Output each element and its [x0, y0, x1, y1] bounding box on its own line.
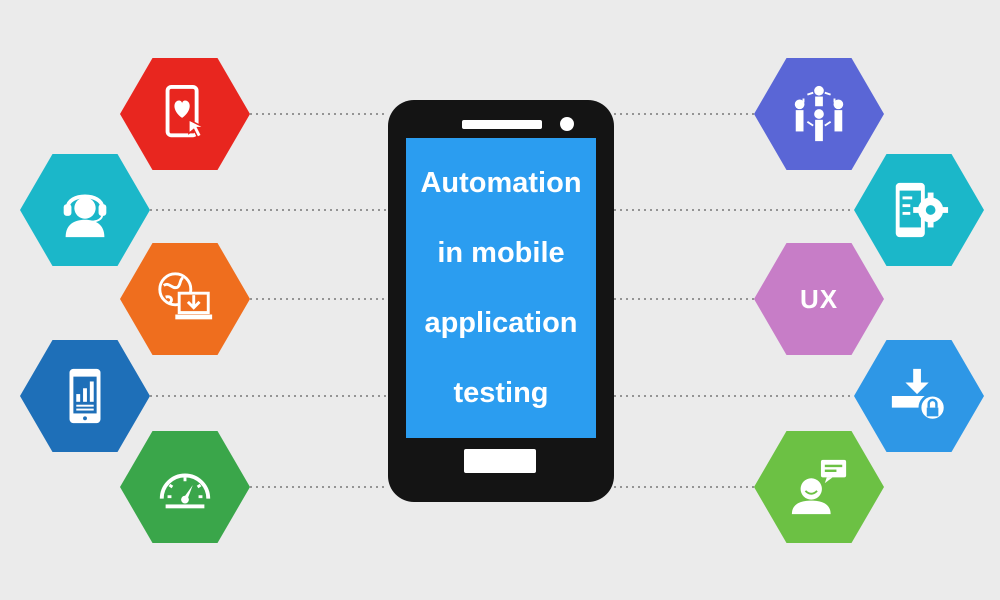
phone-settings-icon [895, 182, 949, 238]
ux-label: UX [799, 283, 839, 314]
screen-text-line-4: testing [453, 377, 549, 409]
screen-text-line-2: in mobile [437, 237, 565, 269]
phone-screen: Automation in mobile application testing [406, 138, 596, 438]
hex-ux: UX [754, 243, 884, 355]
screen-text-line-3: application [424, 307, 578, 339]
speedometer-icon [159, 473, 211, 509]
hex-mobile-touch [120, 58, 250, 170]
support-agent-headset-icon [63, 194, 107, 238]
phone-camera [560, 117, 574, 131]
smartphone: Automation in mobile application testing [388, 100, 614, 502]
hex-mobile-settings [854, 154, 984, 266]
hex-team-network [754, 58, 884, 170]
hex-customer-support [20, 154, 150, 266]
phone-home-button [464, 449, 536, 473]
phone-heart-touch-icon [165, 84, 205, 139]
phone-speaker [462, 120, 542, 129]
globe-laptop-download-icon [158, 272, 213, 320]
user-chat-icon [791, 459, 847, 515]
tablet-analytics-icon [69, 368, 101, 424]
hex-secure-download [854, 340, 984, 452]
hex-user-feedback [754, 431, 884, 543]
team-network-icon [794, 85, 844, 142]
screen-text-line-1: Automation [420, 167, 582, 199]
download-lock-icon [891, 368, 947, 422]
